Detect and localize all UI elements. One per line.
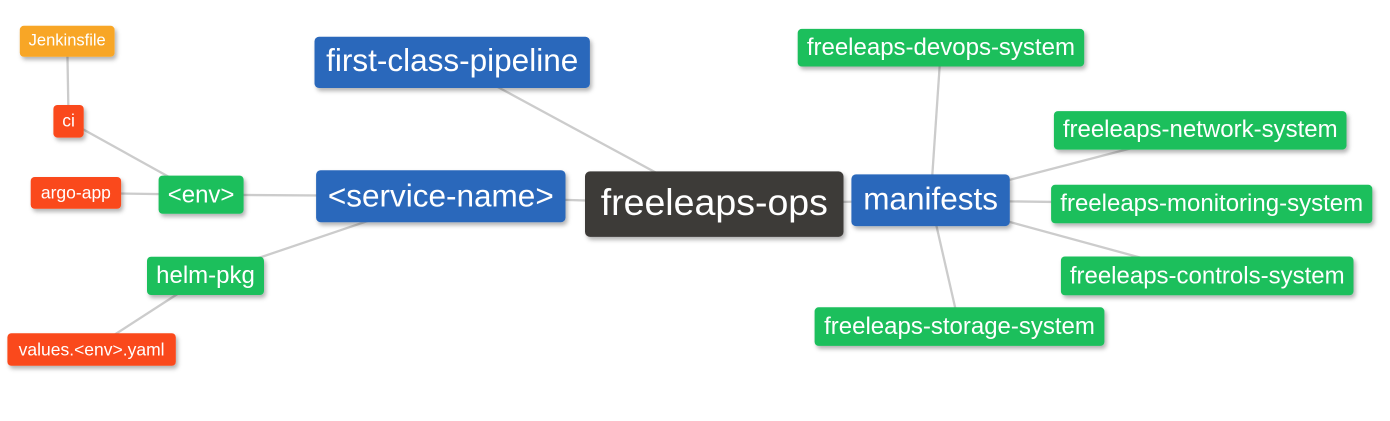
svg-text:manifests: manifests	[863, 180, 998, 216]
svg-text:<env>: <env>	[168, 181, 235, 208]
svg-text:freeleaps-network-system: freeleaps-network-system	[1063, 116, 1338, 143]
svg-text:Jenkinsfile: Jenkinsfile	[29, 32, 106, 50]
svg-text:freeleaps-storage-system: freeleaps-storage-system	[824, 313, 1095, 340]
svg-text:helm-pkg: helm-pkg	[156, 262, 255, 289]
svg-text:ci: ci	[62, 111, 75, 131]
svg-text:freeleaps-monitoring-system: freeleaps-monitoring-system	[1060, 190, 1363, 217]
svg-text:freeleaps-controls-system: freeleaps-controls-system	[1070, 262, 1345, 289]
svg-text:argo-app: argo-app	[41, 183, 111, 203]
svg-text:freeleaps-devops-system: freeleaps-devops-system	[807, 34, 1075, 61]
svg-text:values.<env>.yaml: values.<env>.yaml	[19, 340, 165, 360]
svg-text:first-class-pipeline: first-class-pipeline	[326, 42, 578, 78]
svg-text:freeleaps-ops: freeleaps-ops	[601, 181, 828, 223]
svg-text:<service-name>: <service-name>	[328, 178, 554, 214]
